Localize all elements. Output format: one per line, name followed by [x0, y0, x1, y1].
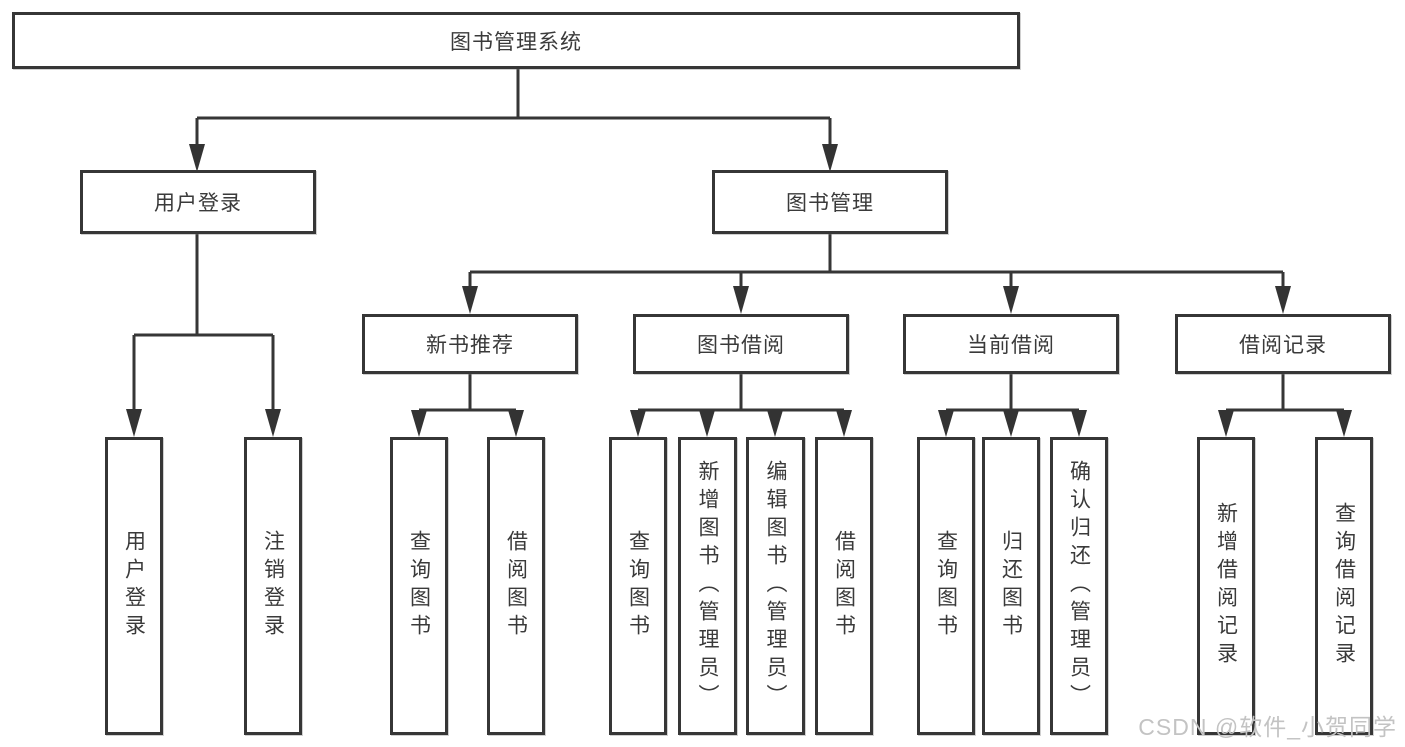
arrowhead-current-borrow [1003, 286, 1019, 314]
node-borrow-records-label: 借阅记录 [1239, 334, 1327, 357]
leaf-add-books-admin-label: 新增图书（管理员） [696, 460, 719, 712]
leaf-user-login-label: 用户登录 [122, 530, 146, 642]
arrowhead-leaf-user-login [126, 409, 142, 437]
leaf-borrow-query-books-label: 查询图书 [626, 530, 650, 642]
leaf-confirm-return-admin-label: 确认归还（管理员） [1067, 460, 1091, 712]
node-root-system: 图书管理系统 [12, 12, 1020, 69]
leaf-return-books-label: 归还图书 [999, 530, 1023, 642]
leaf-logout-label: 注销登录 [261, 530, 285, 642]
arrowhead-borrow-query [630, 410, 646, 437]
leaf-add-borrow-record: 新增借阅记录 [1197, 437, 1255, 735]
node-user-login-label: 用户登录 [154, 192, 242, 215]
arrowhead-newbook-borrow [508, 410, 524, 437]
arrowhead-current-return [1003, 410, 1019, 437]
connector-book-mgmt-branch [468, 234, 1285, 290]
leaf-borrow-borrow-books-label: 借阅图书 [832, 530, 856, 642]
node-user-login: 用户登录 [80, 170, 316, 234]
connector-user-login-branch [132, 234, 275, 411]
leaf-add-books-admin: 新增图书（管理员） [678, 437, 737, 735]
node-current-borrow: 当前借阅 [903, 314, 1119, 374]
csdn-watermark: CSDN @软件_小贺同学 [1138, 714, 1397, 740]
leaf-borrow-query-books: 查询图书 [609, 437, 667, 735]
node-borrow-records: 借阅记录 [1175, 314, 1391, 374]
leaf-borrow-borrow-books: 借阅图书 [815, 437, 873, 735]
arrowhead-new-books [462, 286, 478, 314]
arrowhead-borrow-borrow [836, 410, 852, 437]
node-new-book-recommend: 新书推荐 [362, 314, 578, 374]
leaf-add-borrow-record-label: 新增借阅记录 [1214, 502, 1238, 670]
arrowhead-borrow-edit [767, 410, 783, 437]
leaf-logout: 注销登录 [244, 437, 302, 735]
node-book-borrow-label: 图书借阅 [697, 334, 785, 357]
leaf-current-query-books: 查询图书 [917, 437, 975, 735]
leaf-return-books: 归还图书 [982, 437, 1040, 735]
connector-book-borrow-branch [638, 374, 844, 412]
leaf-user-login: 用户登录 [105, 437, 163, 735]
arrowhead-record-add [1218, 410, 1234, 437]
node-book-borrow: 图书借阅 [633, 314, 849, 374]
node-new-book-recommend-label: 新书推荐 [426, 334, 514, 357]
leaf-query-borrow-record: 查询借阅记录 [1315, 437, 1373, 735]
arrowhead-newbook-query [411, 410, 427, 437]
arrowhead-leaf-logout [265, 409, 281, 437]
node-book-management: 图书管理 [712, 170, 948, 234]
arrowhead-current-confirm [1071, 410, 1087, 437]
node-root-label: 图书管理系统 [450, 30, 582, 54]
connector-new-books-branch [419, 374, 516, 412]
arrowhead-current-query [938, 410, 954, 437]
arrowhead-book-mgmt [822, 144, 838, 172]
arrowhead-record-query [1336, 410, 1352, 437]
leaf-confirm-return-admin: 确认归还（管理员） [1050, 437, 1108, 735]
leaf-query-borrow-record-label: 查询借阅记录 [1332, 502, 1356, 670]
arrowhead-borrow-records [1275, 286, 1291, 314]
node-current-borrow-label: 当前借阅 [967, 334, 1055, 357]
leaf-newbook-borrow-books: 借阅图书 [487, 437, 545, 735]
node-book-management-label: 图书管理 [786, 192, 874, 215]
connector-current-borrow-branch [946, 374, 1079, 412]
leaf-newbook-query-books: 查询图书 [390, 437, 448, 735]
leaf-newbook-borrow-books-label: 借阅图书 [504, 530, 528, 642]
connector-borrow-records-branch [1226, 374, 1344, 412]
arrowhead-borrow-add [699, 410, 715, 437]
arrowhead-book-borrow [733, 286, 749, 314]
leaf-current-query-books-label: 查询图书 [934, 530, 958, 642]
connector-root-to-level2 [195, 69, 832, 148]
arrowhead-user-login [189, 144, 205, 172]
leaf-edit-books-admin-label: 编辑图书（管理员） [764, 460, 787, 712]
leaf-newbook-query-books-label: 查询图书 [407, 530, 431, 642]
leaf-edit-books-admin: 编辑图书（管理员） [746, 437, 805, 735]
